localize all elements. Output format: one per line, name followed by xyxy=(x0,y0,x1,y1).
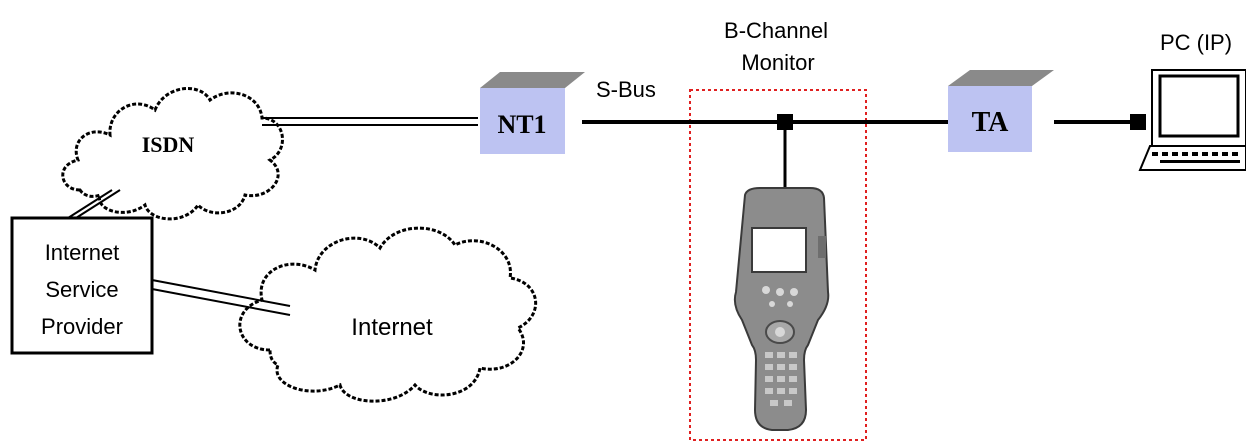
isp-box: Internet Service Provider xyxy=(10,216,154,355)
isp-internet-link xyxy=(151,279,291,316)
internet-cloud: Internet xyxy=(238,226,537,403)
isdn-cloud-icon xyxy=(61,87,284,221)
isdn-nt1-link xyxy=(262,117,478,126)
pc-icon xyxy=(1138,69,1246,171)
monitor-title-line1: B-Channel xyxy=(724,18,828,43)
ta-box: TA xyxy=(948,70,1054,152)
handheld-tester-icon xyxy=(733,187,830,431)
monitor-title-line2: Monitor xyxy=(741,50,814,75)
pc-label: PC (IP) xyxy=(1160,30,1232,55)
internet-cloud-icon xyxy=(238,226,537,403)
isp-isdn-link xyxy=(67,189,121,219)
nt1-box: NT1 xyxy=(480,72,585,154)
isdn-cloud: ISDN xyxy=(61,87,284,221)
internet-label: Internet xyxy=(351,314,433,341)
monitor-frame xyxy=(689,89,867,441)
nt1-label: NT1 xyxy=(497,110,546,139)
isp-line-3: Provider xyxy=(41,314,123,339)
isdn-label: ISDN xyxy=(142,132,195,157)
isp-line-2: Service xyxy=(45,277,118,302)
ta-label: TA xyxy=(972,107,1010,138)
sbus-label: S-Bus xyxy=(596,77,656,102)
pc-connector xyxy=(1130,114,1146,130)
isp-line-1: Internet xyxy=(45,240,120,265)
tap-junction xyxy=(777,114,793,130)
